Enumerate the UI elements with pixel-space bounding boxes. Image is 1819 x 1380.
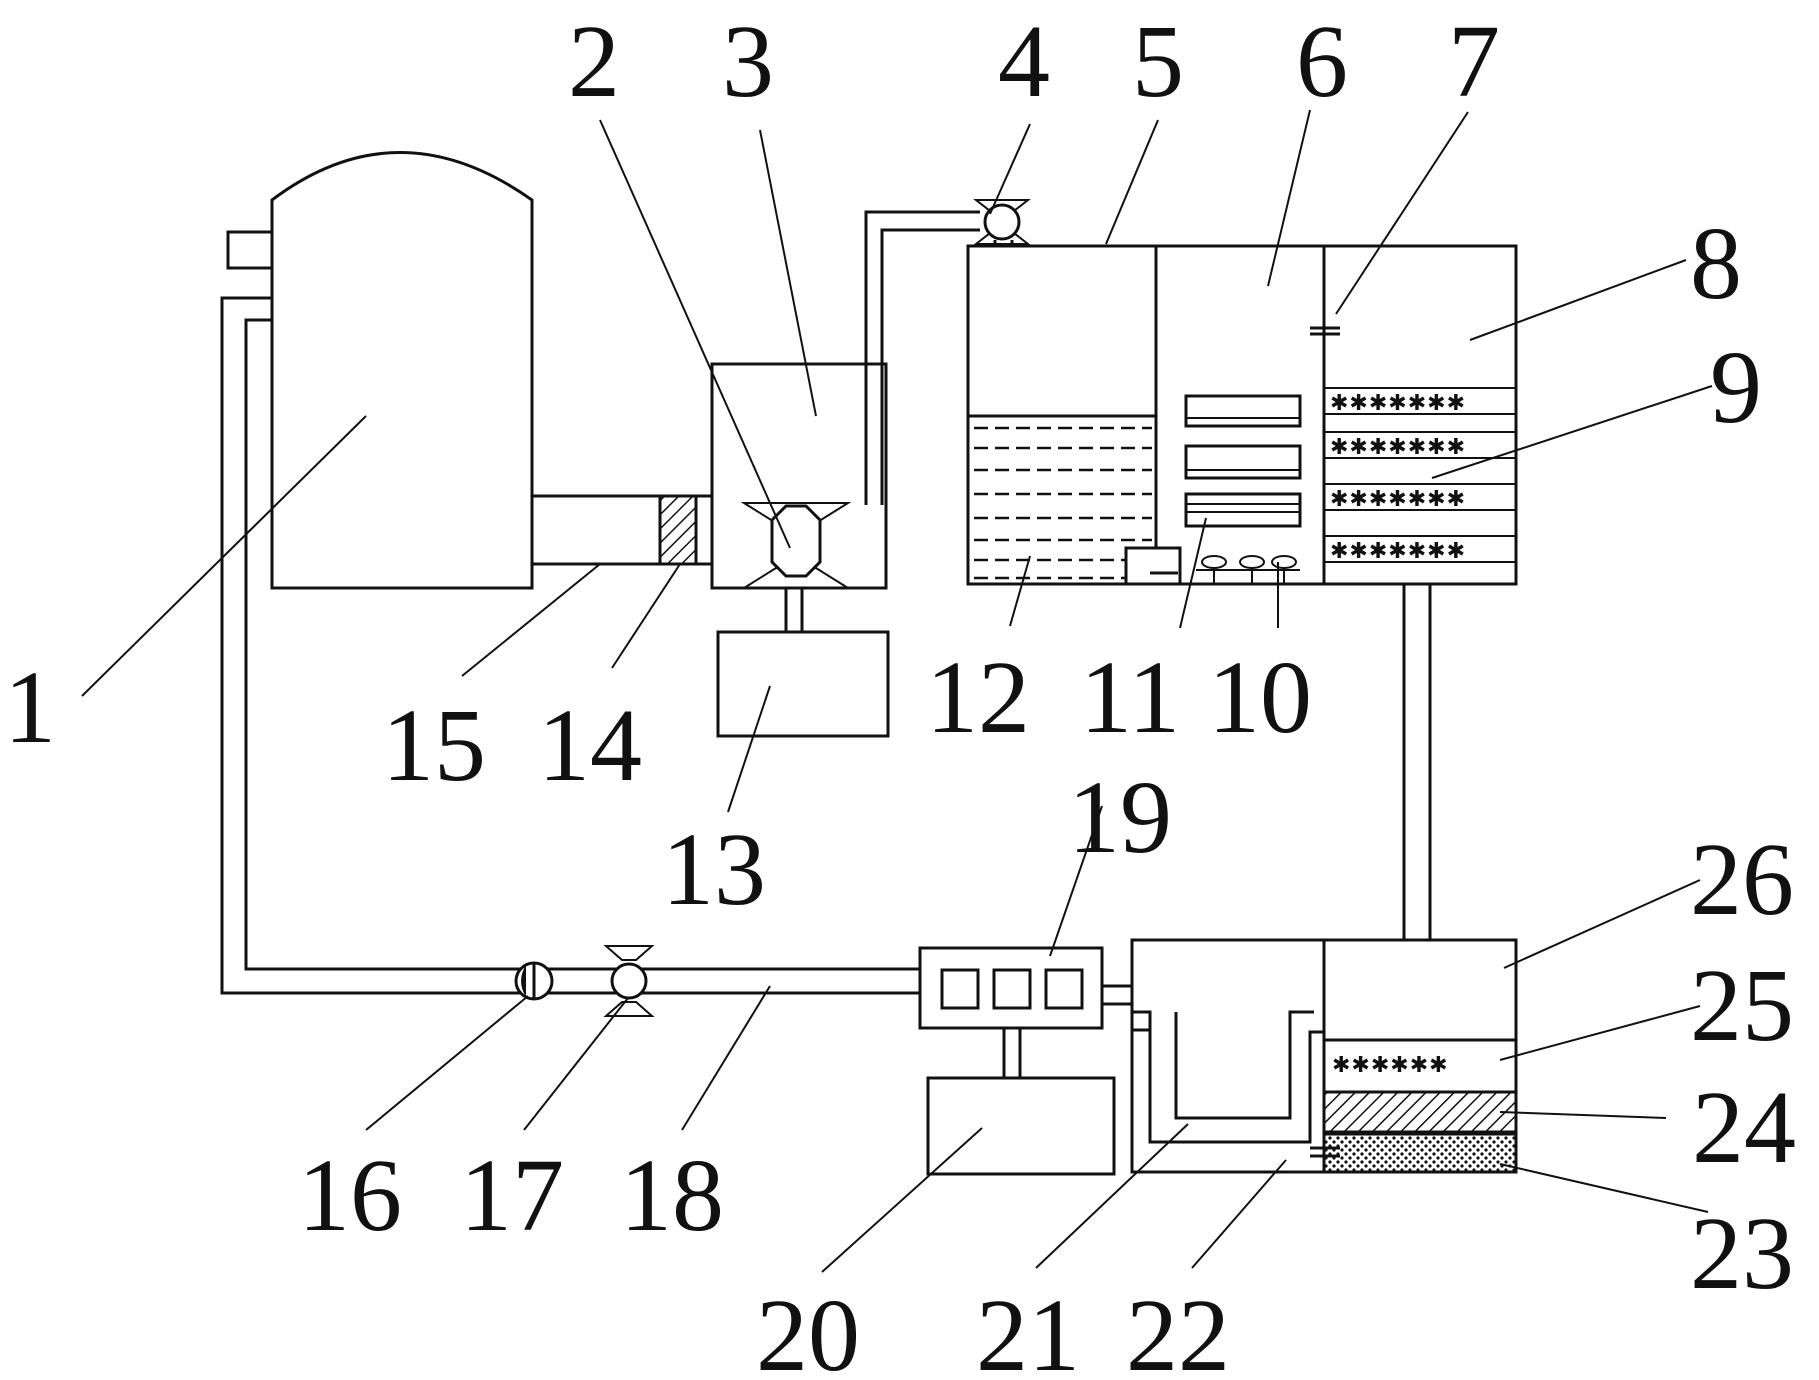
label-6: 6 — [1296, 4, 1348, 119]
check-valve-16 — [514, 961, 554, 1001]
fitting-7 — [1310, 326, 1340, 336]
label-10: 10 — [1208, 640, 1312, 755]
label-5: 5 — [1132, 4, 1184, 119]
aerators-10 — [1196, 555, 1300, 584]
label-17: 17 — [460, 1138, 564, 1253]
label-14: 14 — [538, 688, 642, 803]
label-8: 8 — [1690, 206, 1742, 321]
label-26: 26 — [1690, 822, 1794, 937]
layers-25-24-23: ✱✱✱✱✱✱ — [1310, 1038, 1518, 1174]
label-4: 4 — [998, 4, 1050, 119]
plates-11 — [1184, 394, 1302, 528]
filter-14 — [658, 494, 698, 566]
valve-17 — [603, 945, 655, 1017]
label-24: 24 — [1692, 1070, 1796, 1185]
label-3: 3 — [722, 4, 774, 119]
filter-layers-9: ✱✱✱✱✱✱✱ ✱✱✱✱✱✱✱ ✱✱✱✱✱✱✱ ✱✱✱✱✱✱✱ — [1323, 387, 1517, 564]
label-15: 15 — [382, 688, 486, 803]
star-row: ✱✱✱✱✱✱✱ — [1330, 391, 1466, 416]
label-2: 2 — [568, 4, 620, 119]
label-9: 9 — [1710, 330, 1762, 445]
label-20: 20 — [756, 1278, 860, 1380]
pipe-15 — [532, 494, 660, 566]
label-21: 21 — [976, 1278, 1080, 1380]
leader-lines — [81, 109, 1713, 1273]
label-22: 22 — [1126, 1278, 1230, 1380]
pump-2 — [740, 502, 852, 589]
star-row: ✱✱✱✱✱✱✱ — [1330, 435, 1466, 460]
riser-pipe — [864, 210, 980, 505]
label-7: 7 — [1448, 4, 1500, 119]
star-row: ✱✱✱✱✱✱✱ — [1330, 539, 1466, 564]
label-18: 18 — [620, 1138, 724, 1253]
label-23: 23 — [1690, 1196, 1794, 1311]
motor-20 — [926, 1076, 1116, 1176]
label-19: 19 — [1068, 760, 1172, 875]
label-11: 11 — [1080, 640, 1180, 755]
downcomer-pipe — [1402, 584, 1432, 940]
tank-1 — [226, 151, 534, 590]
star-row: ✱✱✱✱✱✱ — [1332, 1053, 1449, 1078]
pipe-18 — [512, 967, 920, 995]
control-box-19 — [918, 946, 1104, 1030]
label-12: 12 — [926, 640, 1030, 755]
label-25: 25 — [1690, 948, 1794, 1063]
label-1: 1 — [4, 650, 56, 765]
small-block — [1124, 546, 1182, 586]
media-layer-12 — [968, 414, 1156, 580]
return-pipe — [220, 296, 512, 995]
motor-13 — [716, 630, 890, 738]
u-pipe-21 — [1132, 1010, 1324, 1144]
part-labels: 1 2 3 4 5 6 7 8 9 10 11 12 13 14 15 16 1… — [4, 4, 1796, 1380]
star-row: ✱✱✱✱✱✱✱ — [1330, 487, 1466, 512]
label-13: 13 — [662, 812, 766, 927]
label-16: 16 — [298, 1138, 402, 1253]
